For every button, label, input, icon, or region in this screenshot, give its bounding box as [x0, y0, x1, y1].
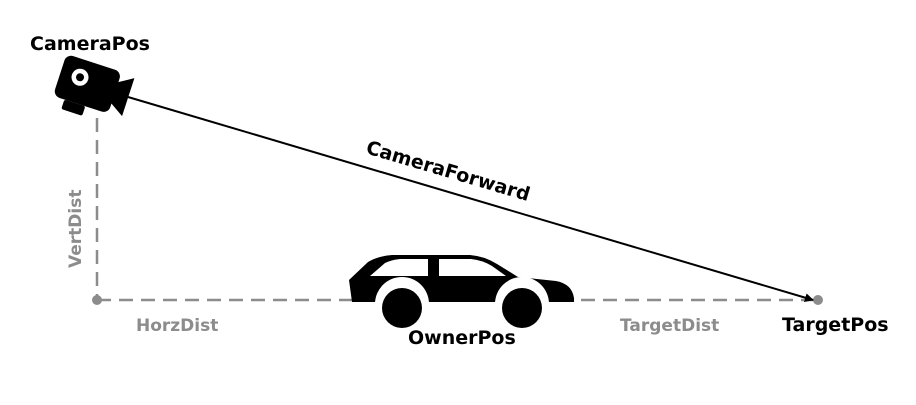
owner-pos-label: OwnerPos	[408, 327, 516, 349]
target-point	[813, 295, 823, 305]
camera-pos-label: CameraPos	[30, 33, 150, 55]
target-pos-label: TargetPos	[782, 314, 889, 336]
camera-forward-label: CameraForward	[364, 137, 533, 206]
target-dist-label: TargetDist	[620, 316, 719, 336]
camera-ground-point	[92, 295, 102, 305]
camera-icon	[54, 55, 135, 117]
vert-dist-label: VertDist	[66, 190, 86, 268]
camera-forward-arrow	[127, 96, 814, 303]
horz-dist-label: HorzDist	[136, 316, 218, 336]
car-icon	[349, 255, 574, 331]
